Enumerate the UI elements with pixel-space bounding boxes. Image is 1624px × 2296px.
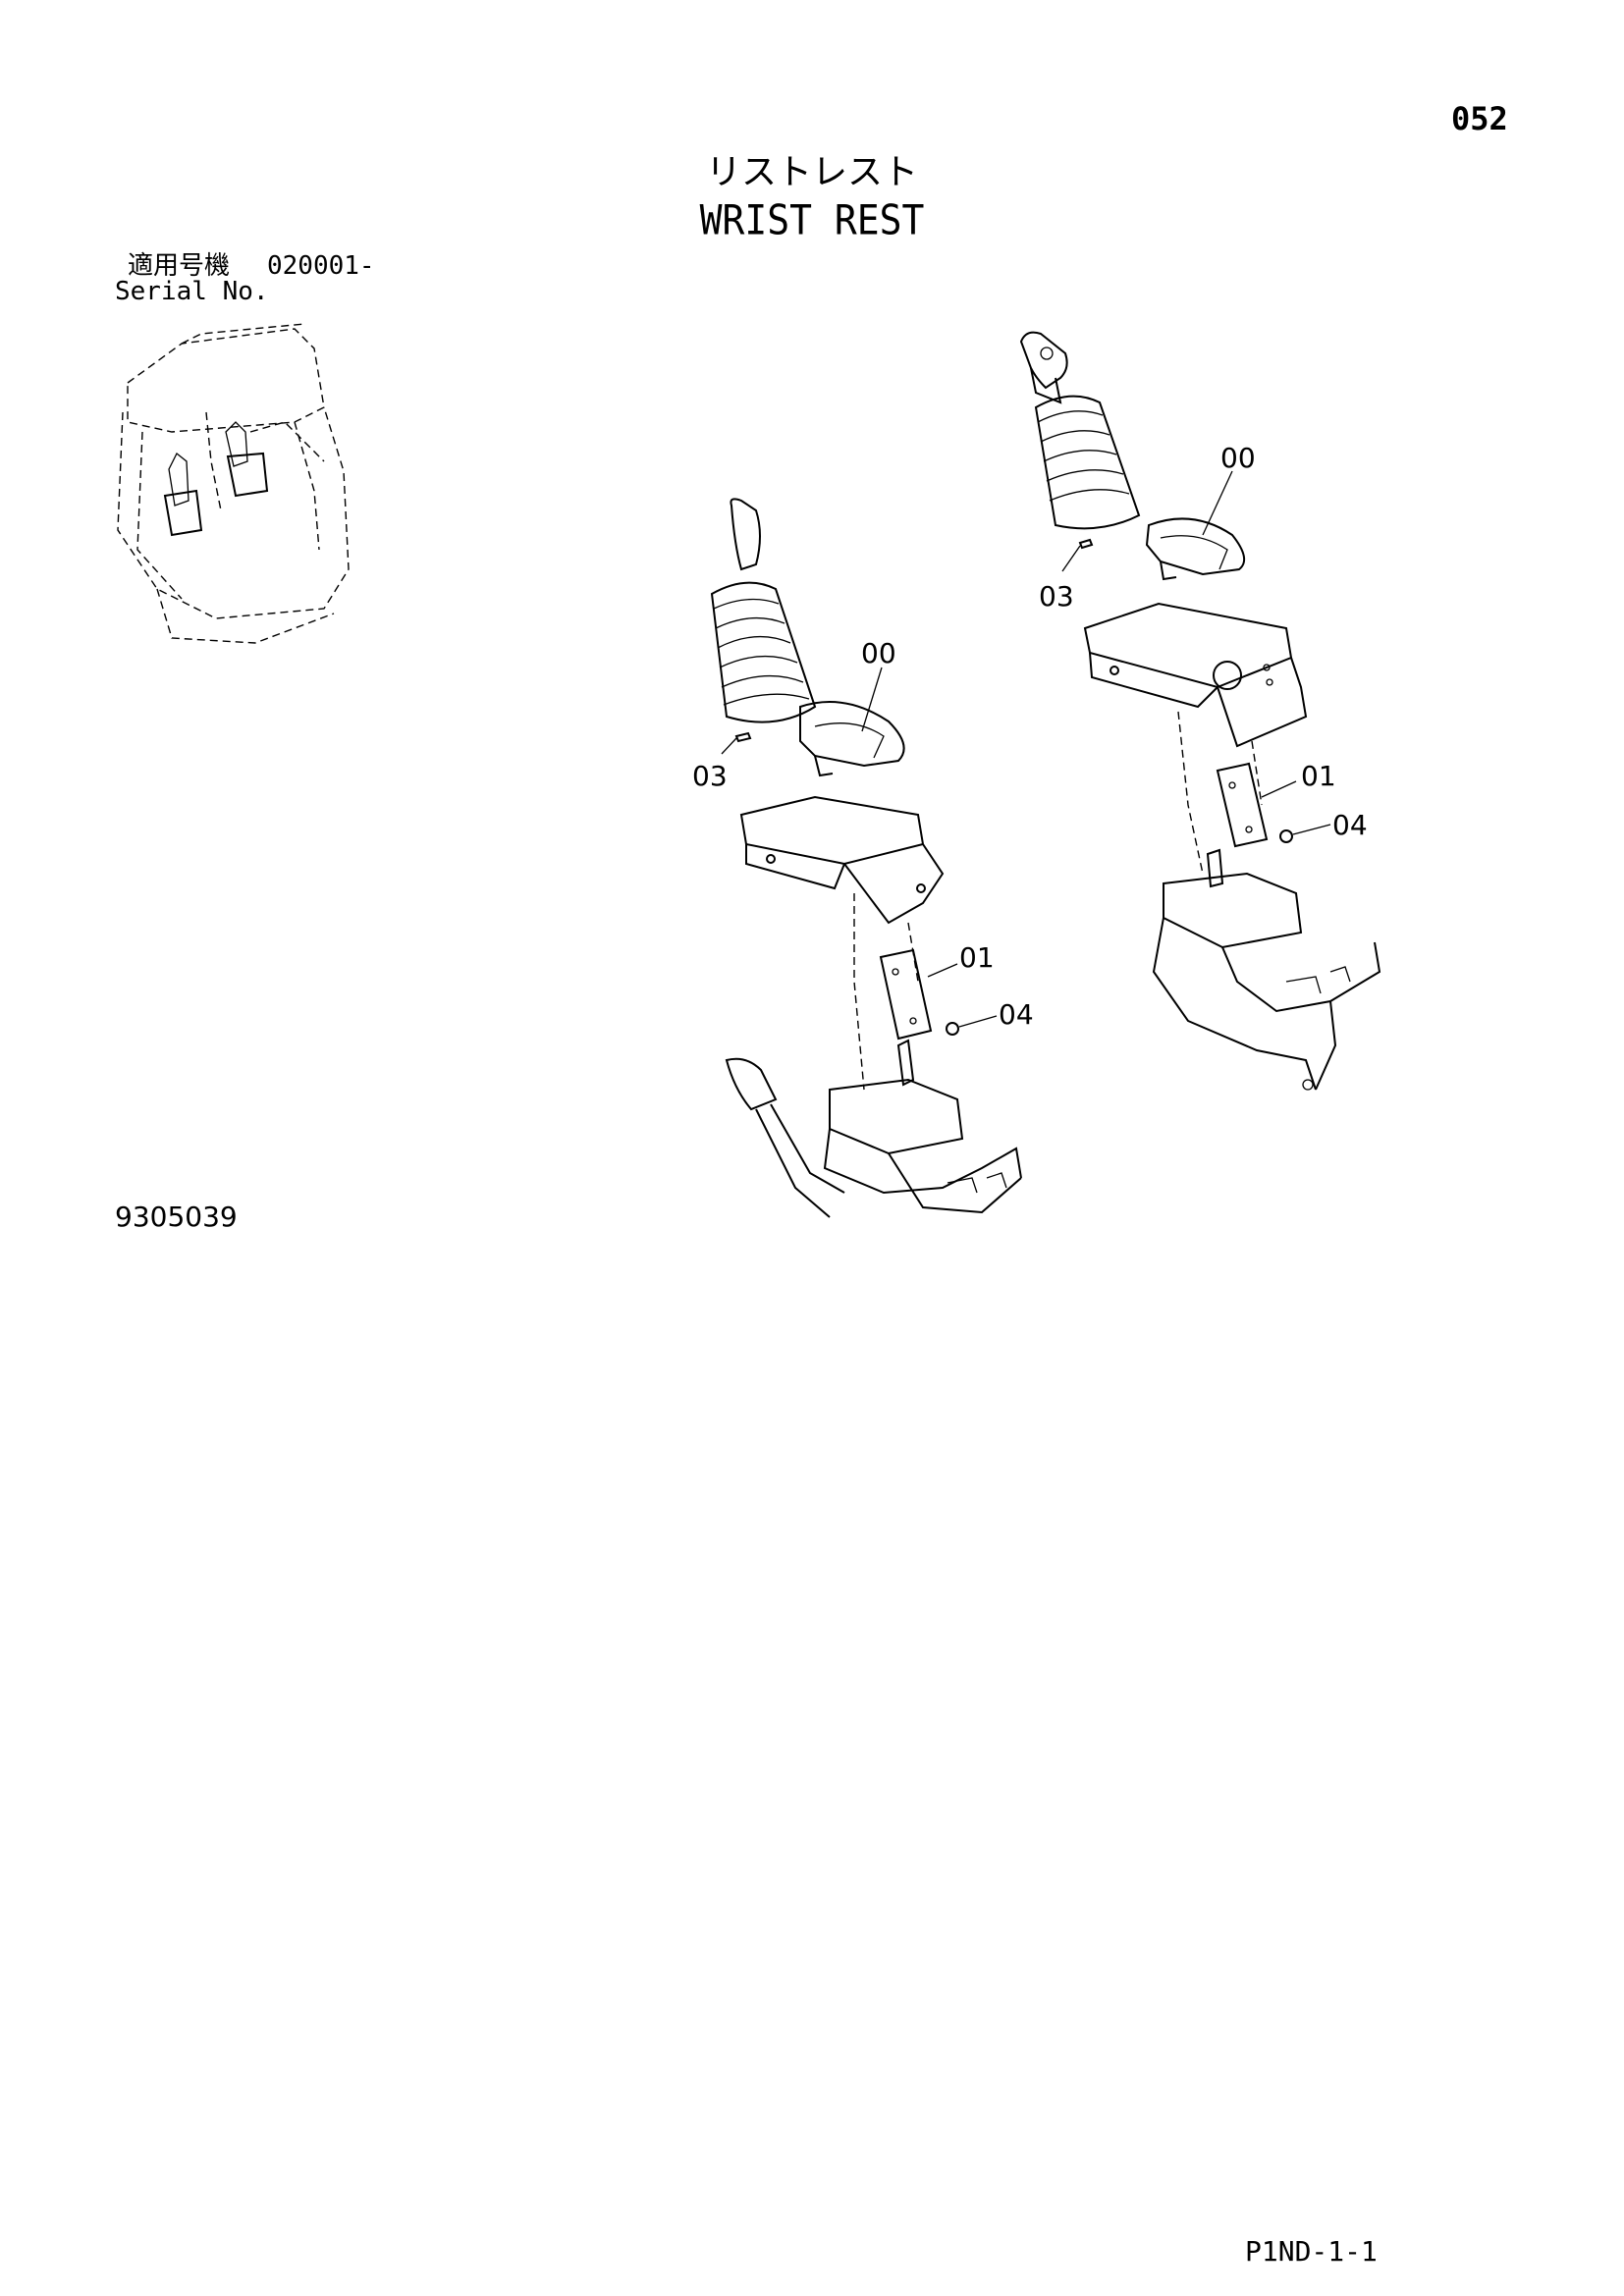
callout-00-right: 00: [1220, 442, 1256, 474]
callout-01-left: 01: [959, 941, 995, 974]
serial-number-range: 020001-: [267, 251, 375, 281]
callout-00-left: 00: [861, 637, 896, 669]
left-lever-assembly: [710, 498, 1022, 1218]
serial-label-english: Serial No.: [115, 277, 269, 306]
callout-03-left: 03: [692, 760, 728, 792]
footer-code: P1ND-1-1: [1245, 2235, 1378, 2268]
serial-label-japanese: 適用号機: [128, 251, 231, 281]
callout-04-right: 04: [1332, 809, 1368, 841]
page-number: 052: [1451, 100, 1508, 137]
callout-leaders: [721, 470, 1331, 1028]
page-title-english: WRIST REST: [699, 195, 925, 244]
right-lever-assembly: [1019, 331, 1381, 1091]
callout-04-left: 04: [999, 998, 1034, 1031]
callout-01-right: 01: [1301, 760, 1336, 792]
cab-overview-illustration: [117, 323, 350, 644]
figure-number: 9305039: [115, 1201, 238, 1233]
page-title-japanese: リストレスト: [705, 152, 918, 192]
callout-03-right: 03: [1039, 580, 1074, 613]
